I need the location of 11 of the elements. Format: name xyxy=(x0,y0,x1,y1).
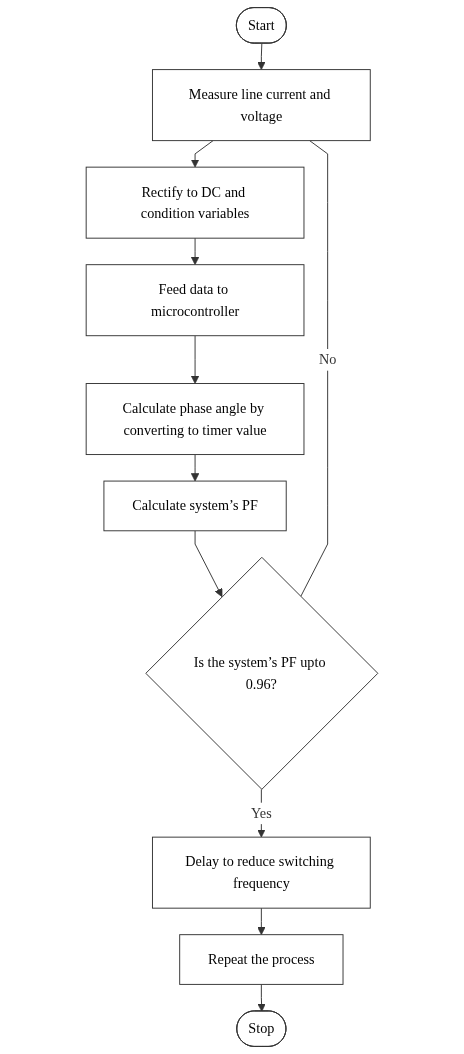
node-box: Measure line current and voltage xyxy=(151,69,371,142)
node-box: Repeat the process xyxy=(179,934,344,985)
node-box: Calculate phase angle by converting to timer value xyxy=(85,383,305,456)
edge-label: No xyxy=(318,351,337,367)
node-diamond: Is the system’s PF upto 0.96? xyxy=(145,556,379,790)
node-box: Feed data to microcontroller xyxy=(85,264,305,337)
node-box: Calculate system’s PF xyxy=(103,480,287,532)
node-box: Rectify to DC and condition variables xyxy=(85,166,305,239)
node-box: Delay to reduce switching frequency xyxy=(151,836,371,909)
edge-label: Yes xyxy=(251,805,272,821)
connector xyxy=(300,140,329,598)
